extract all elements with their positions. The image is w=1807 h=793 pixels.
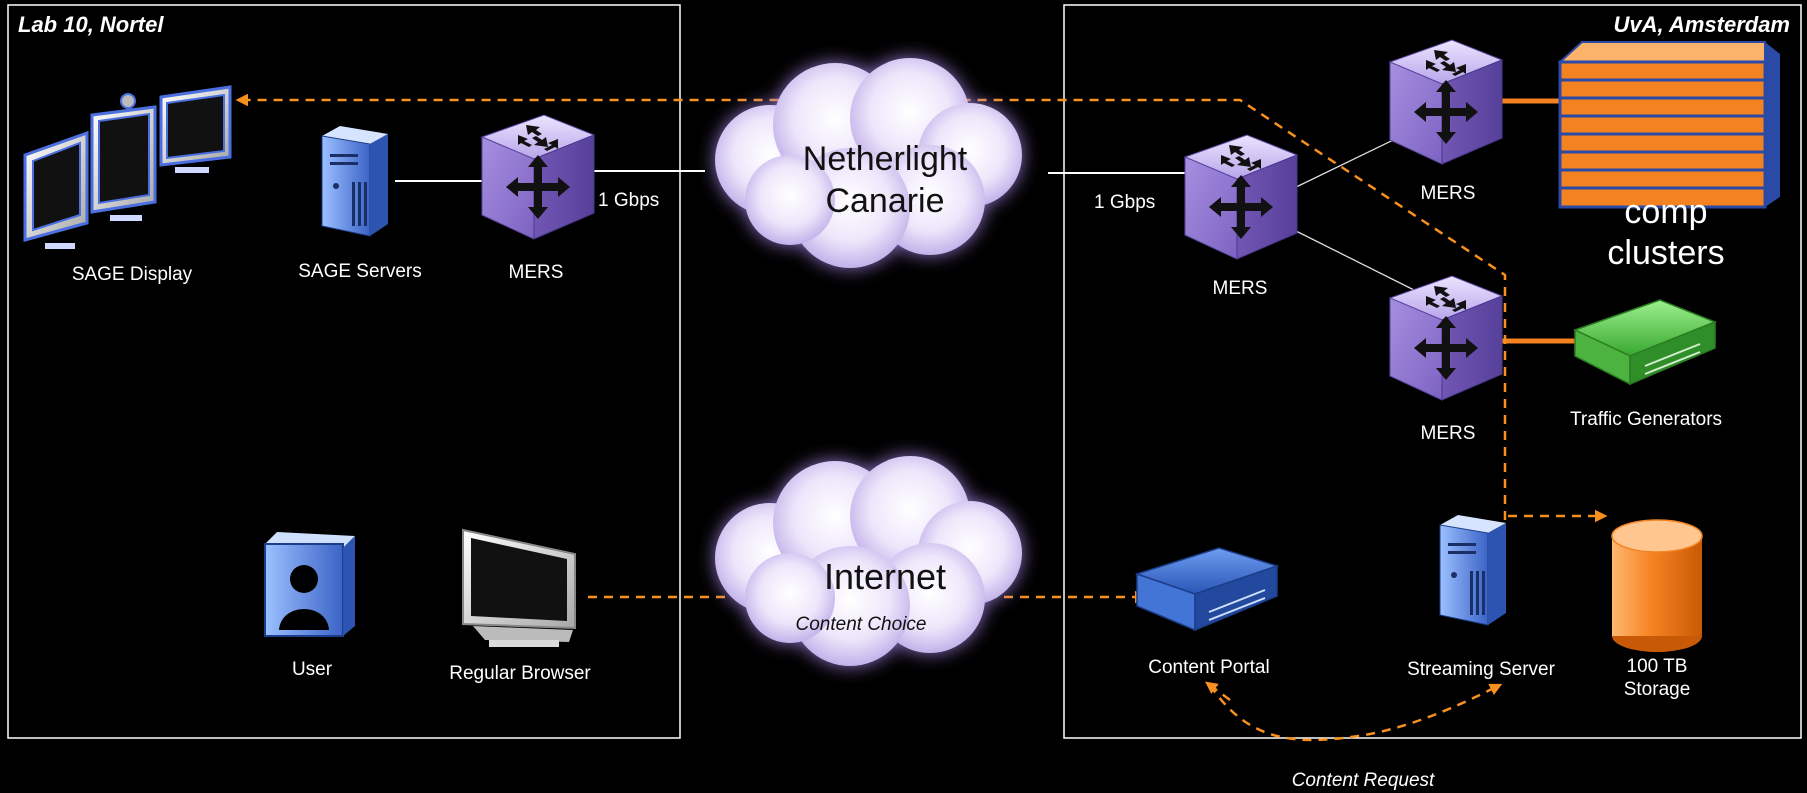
streaming-server-label: Streaming Server bbox=[1407, 659, 1556, 680]
flow-content-request-back bbox=[1204, 681, 1231, 702]
cloud-netherlight-label-1: Netherlight bbox=[803, 140, 968, 178]
sage-display-icon bbox=[23, 85, 232, 249]
mers-center-label: MERS bbox=[1213, 278, 1268, 299]
storage-icon bbox=[1611, 519, 1703, 652]
mers-left-label: MERS bbox=[509, 262, 564, 283]
storage-label-1: 100 TB bbox=[1627, 656, 1688, 677]
comp-clusters-label-1: comp bbox=[1624, 193, 1707, 231]
regular-browser-icon bbox=[462, 528, 576, 647]
right-panel-title: UvA, Amsterdam bbox=[1614, 12, 1790, 37]
left-panel bbox=[7, 4, 681, 739]
sage-display-label: SAGE Display bbox=[72, 264, 193, 285]
link-mers-center-bottom bbox=[1289, 227, 1421, 294]
flow-sage-return bbox=[235, 93, 1507, 520]
flow-content-request bbox=[1208, 683, 1503, 742]
cloud-internet-label: Internet bbox=[824, 556, 946, 597]
mers-bottom-label: MERS bbox=[1421, 423, 1476, 444]
regular-browser-label: Regular Browser bbox=[449, 663, 591, 684]
traffic-generators-icon bbox=[1573, 299, 1718, 386]
link-speed-right: 1 Gbps bbox=[1094, 192, 1155, 213]
cloud-netherlight-label-2: Canarie bbox=[825, 182, 944, 220]
mers-bottom-icon bbox=[1389, 275, 1503, 401]
content-portal-icon bbox=[1134, 547, 1280, 632]
mers-left-icon bbox=[481, 114, 595, 240]
right-panel bbox=[1063, 4, 1802, 739]
user-icon bbox=[264, 532, 355, 637]
storage-label-2: Storage bbox=[1624, 679, 1691, 700]
left-panel-title: Lab 10, Nortel bbox=[18, 12, 164, 37]
link-speed-left: 1 Gbps bbox=[598, 190, 659, 211]
comp-clusters-label-2: clusters bbox=[1607, 234, 1724, 272]
content-portal-label: Content Portal bbox=[1148, 657, 1269, 678]
content-request-label: Content Request bbox=[1292, 770, 1435, 791]
mers-center-icon bbox=[1184, 134, 1298, 260]
streaming-server-icon bbox=[1439, 514, 1507, 626]
cloud-internet-caption: Content Choice bbox=[796, 614, 927, 635]
sage-servers-icon bbox=[321, 125, 389, 237]
solid-links bbox=[395, 170, 1185, 182]
mers-top-label: MERS bbox=[1421, 183, 1476, 204]
comp-clusters-icon bbox=[1557, 41, 1780, 209]
mers-top-icon bbox=[1389, 39, 1503, 165]
traffic-generators-label: Traffic Generators bbox=[1570, 409, 1722, 430]
user-label: User bbox=[292, 659, 333, 680]
sage-servers-label: SAGE Servers bbox=[298, 261, 422, 282]
